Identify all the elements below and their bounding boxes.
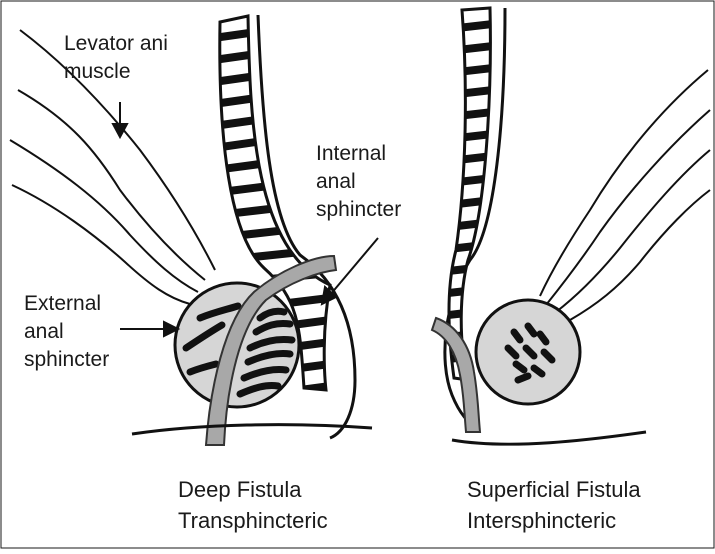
external-sphincter-right (476, 300, 580, 404)
label-line: sphincter (316, 196, 401, 224)
label-line: anal (24, 318, 109, 346)
label-internal-anal-sphincter: Internal anal sphincter (316, 140, 401, 224)
label-line: anal (316, 168, 401, 196)
caption-line: Transphincteric (178, 505, 328, 536)
caption-line: Intersphincteric (467, 505, 641, 536)
label-external-anal-sphincter: External anal sphincter (24, 290, 109, 374)
label-levator-ani: Levator ani muscle (64, 30, 168, 86)
label-line: Internal (316, 140, 401, 168)
label-line: External (24, 290, 109, 318)
levator-ani-muscle-right (540, 70, 710, 320)
caption-deep-fistula: Deep Fistula Transphincteric (178, 474, 328, 536)
perineum-line-right (452, 432, 646, 444)
label-line: Levator ani (64, 30, 168, 58)
caption-line: Superficial Fistula (467, 474, 641, 505)
label-line: muscle (64, 58, 168, 86)
label-line: sphincter (24, 346, 109, 374)
caption-superficial-fistula: Superficial Fistula Intersphincteric (467, 474, 641, 536)
caption-line: Deep Fistula (178, 474, 328, 505)
perineum-line-left (132, 425, 372, 434)
